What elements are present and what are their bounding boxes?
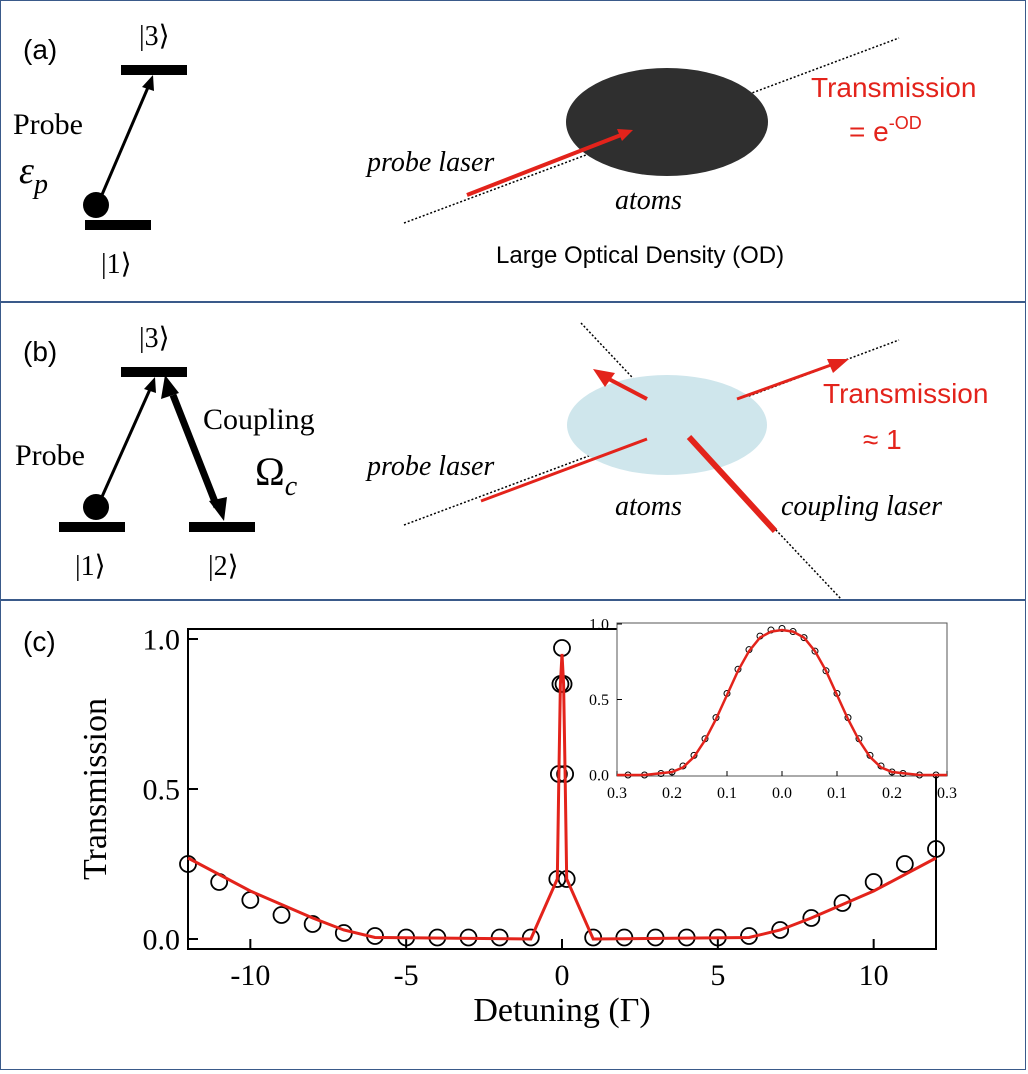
x-tick-label: 0.2 (662, 785, 682, 802)
inset-background (617, 623, 947, 776)
fit-curve (187, 653, 937, 941)
probe-laser-beam (480, 437, 648, 503)
data-point (179, 855, 197, 873)
panel-b-figure: (b) |3⟩ |1⟩ |2⟩ Probe Coupling Ωc probe … (15, 322, 988, 600)
data-point (800, 634, 808, 642)
data-point (771, 921, 790, 939)
probe-arrowhead (144, 377, 156, 393)
y-tick-label: 1.0 (589, 617, 609, 634)
x-tick-label: 0.3 (607, 785, 627, 802)
coupling-laser-beam (686, 434, 778, 534)
large-od-caption: Large Optical Density (OD) (496, 242, 784, 269)
panel-a-figure: (a) |3⟩ |1⟩ Probe εp probe laser atoms T… (13, 21, 976, 280)
level-3-bar (121, 367, 187, 377)
atom-cloud-dense (566, 68, 768, 176)
level-2-bar (189, 522, 255, 532)
coupling-laser-label: coupling laser (781, 491, 942, 522)
data-point (303, 915, 322, 933)
data-point (895, 855, 914, 873)
x-tick-label: -10 (230, 959, 270, 992)
panel-b: (b) |3⟩ |1⟩ |2⟩ Probe Coupling Ωc probe … (0, 302, 1026, 600)
ground-state-atom (83, 192, 109, 218)
atom-cloud-transparent (567, 375, 767, 475)
level-3-label: |3⟩ (139, 323, 170, 354)
data-point (833, 894, 852, 912)
transmitted-probe-beam (736, 363, 832, 401)
transmitted-probe-arrowhead (827, 359, 849, 373)
fit-curve (617, 628, 947, 777)
transmission-approx: ≈ 1 (863, 424, 902, 455)
y-tick-label: 0.5 (143, 774, 181, 807)
x-tick-label: 5 (710, 959, 725, 992)
x-tick-label: 0.0 (772, 785, 792, 802)
coupling-exit-arrowhead (593, 369, 615, 387)
probe-laser-beam (466, 133, 622, 197)
level-1-bar (85, 220, 151, 230)
level-1-label: |1⟩ (101, 249, 132, 280)
panel-c-chart: (c) -10 -5 0 5 10 0.0 0.5 1.0TransmissionDetuni… (23, 617, 957, 1029)
y-tick-label: 0.0 (143, 924, 181, 957)
y-tick-label: 0.0 (589, 768, 609, 785)
coupling-arrowhead-up (161, 375, 179, 399)
coupling-transition-arrow (169, 393, 221, 509)
omega-symbol: Ωc (255, 449, 298, 502)
panel-b-label: (b) (23, 336, 57, 367)
atoms-label: atoms (615, 491, 682, 522)
x-tick-label: 10 (859, 959, 889, 992)
probe-transition-arrow (99, 386, 153, 500)
level-3-label: |3⟩ (139, 21, 170, 52)
level-1-bar (59, 522, 125, 532)
epsilon-symbol: εp (19, 150, 48, 200)
probe-label: Probe (15, 439, 85, 472)
x-tick-label: 0.3 (937, 785, 957, 802)
atoms-label: atoms (615, 185, 682, 216)
x-axis-label: Detuning (Γ) (473, 992, 650, 1029)
data-point (553, 639, 571, 657)
data-point (811, 647, 819, 655)
probe-transition-arrow (99, 84, 151, 198)
coupling-label: Coupling (203, 403, 315, 436)
probe-laser-label: probe laser (365, 451, 494, 482)
transmission-label: Transmission (823, 378, 988, 409)
level-2-label: |2⟩ (208, 551, 239, 582)
data-point (802, 909, 821, 927)
x-tick-label: 0.1 (827, 785, 847, 802)
probe-laser-label: probe laser (365, 147, 494, 178)
level-3-bar (121, 65, 187, 75)
data-point (927, 840, 945, 858)
ground-state-atom (83, 494, 109, 520)
y-axis-label: Transmission (77, 698, 114, 880)
panel-a-label: (a) (23, 34, 57, 65)
transmission-formula: = e-OD (849, 113, 922, 147)
probe-arrowhead (142, 75, 154, 91)
data-point (778, 625, 786, 633)
level-1-label: |1⟩ (75, 551, 106, 582)
x-tick-label: 0.2 (882, 785, 902, 802)
data-point (272, 906, 291, 924)
x-tick-label: 0.1 (717, 785, 737, 802)
y-tick-label: 0.5 (589, 692, 609, 709)
x-tick-label: 0 (555, 959, 570, 992)
panel-a: (a) |3⟩ |1⟩ Probe εp probe laser atoms T… (0, 0, 1026, 302)
coupling-arrowhead-down (209, 497, 227, 521)
transmission-label: Transmission (811, 72, 976, 103)
probe-laser-arrowhead (617, 129, 633, 141)
panel-c-label: (c) (23, 626, 56, 657)
x-tick-label: -5 (394, 959, 419, 992)
coupling-exit-beam (604, 375, 648, 401)
y-tick-label: 1.0 (143, 624, 181, 657)
probe-label: Probe (13, 108, 83, 141)
